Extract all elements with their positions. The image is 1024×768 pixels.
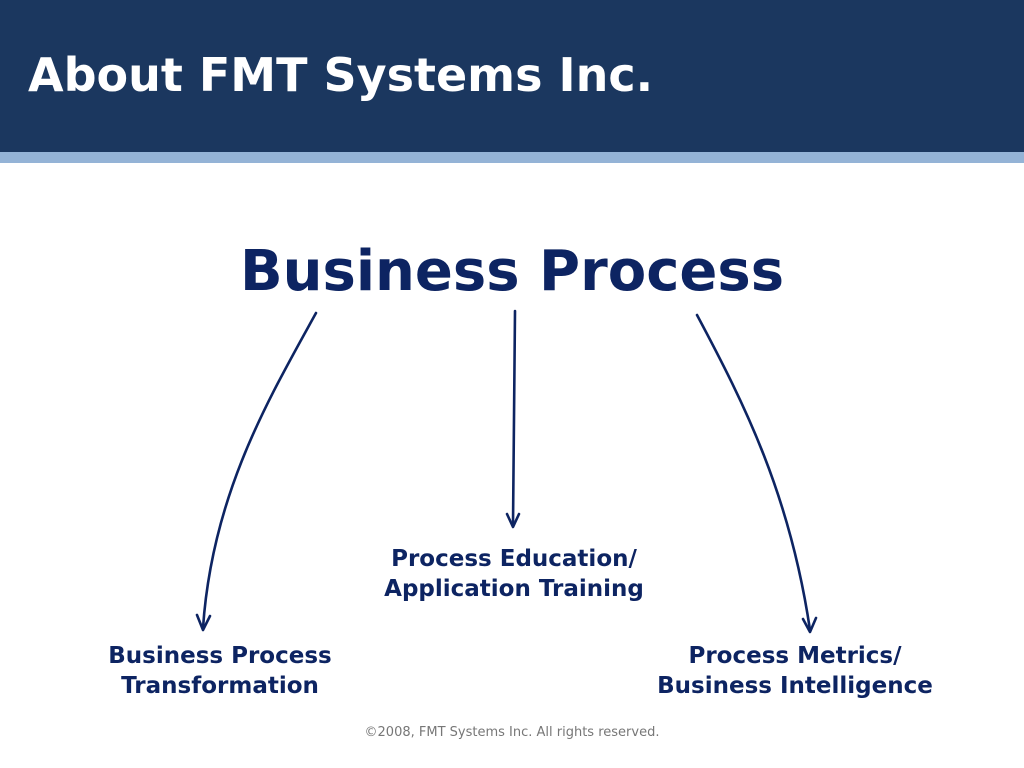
node-process-education-line1: Process Education/ xyxy=(391,546,637,572)
arrow-to-center-node xyxy=(511,309,517,527)
node-process-metrics-line2: Business Intelligence xyxy=(657,673,933,699)
node-process-metrics-line1: Process Metrics/ xyxy=(688,643,902,669)
arrowhead-center xyxy=(505,512,521,529)
header-bar xyxy=(0,0,1024,152)
node-business-process-transformation-line2: Transformation xyxy=(121,673,319,699)
node-process-education: Process Education/ Application Training xyxy=(314,544,714,604)
arrow-to-left-node xyxy=(201,311,318,630)
root-concept: Business Process xyxy=(239,239,785,304)
arrowhead-left xyxy=(195,613,212,632)
node-process-education-line2: Application Training xyxy=(384,576,644,602)
node-process-metrics: Process Metrics/ Business Intelligence xyxy=(615,641,975,701)
arrow-to-right-node xyxy=(695,313,812,632)
header-stripe xyxy=(0,152,1024,163)
slide-title: About FMT Systems Inc. xyxy=(28,48,654,102)
copyright-footer: ©2008, FMT Systems Inc. All rights reser… xyxy=(364,725,660,740)
arrowhead-right xyxy=(801,616,818,634)
node-business-process-transformation: Business Process Transformation xyxy=(40,641,400,701)
node-business-process-transformation-line1: Business Process xyxy=(108,643,332,669)
